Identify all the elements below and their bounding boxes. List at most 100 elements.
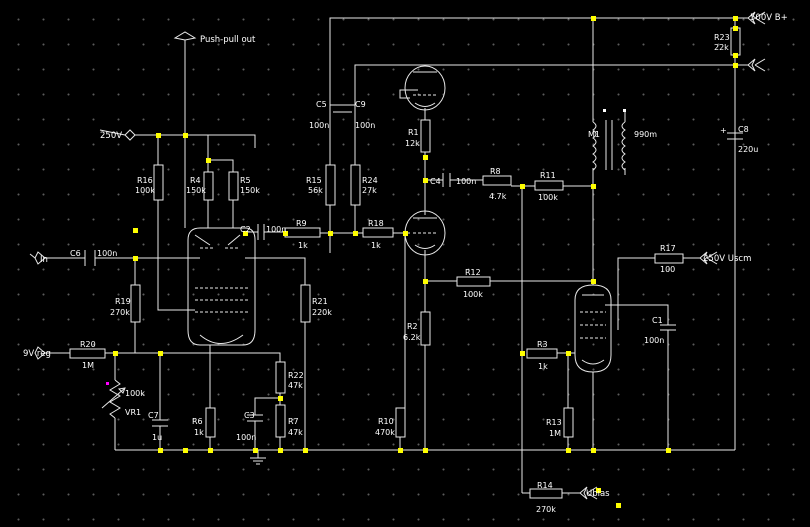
port-push-pull-out[interactable] xyxy=(173,31,197,50)
label-r15-ref: R15 xyxy=(306,176,322,185)
resistor-r8[interactable] xyxy=(482,175,512,186)
resistor-r20[interactable] xyxy=(69,348,106,359)
port-9v-reg[interactable] xyxy=(34,346,55,360)
label-r20-value: 1M xyxy=(82,361,94,370)
port-label-push-pull-out: Push-pull out xyxy=(200,35,256,45)
label-r3-value: 1k xyxy=(538,362,548,371)
capacitor-c7[interactable] xyxy=(152,419,168,427)
potentiometer-vr1[interactable] xyxy=(101,379,126,419)
resistor-r4[interactable] xyxy=(203,171,214,201)
label-r5-ref: R5 xyxy=(240,176,251,185)
vr1-pin-marker xyxy=(106,382,109,385)
port-label-ubias: Ubias xyxy=(586,489,610,499)
capacitor-c6[interactable] xyxy=(84,250,96,266)
resistor-r3[interactable] xyxy=(526,348,558,359)
resistor-r12[interactable] xyxy=(456,276,491,287)
resistor-r22[interactable] xyxy=(275,361,286,394)
capacitor-c4[interactable] xyxy=(442,173,451,187)
label-c2-value: 100n xyxy=(266,225,286,234)
resistor-r23[interactable] xyxy=(730,27,741,56)
resistor-r2[interactable] xyxy=(420,311,431,346)
capacitor-c5-c9[interactable] xyxy=(333,104,352,113)
wire-r17-in[interactable] xyxy=(617,257,655,330)
ground-symbol[interactable] xyxy=(250,457,266,465)
label-r23-ref: R23 xyxy=(714,33,730,42)
label-m1-ref: M1 xyxy=(588,130,600,139)
capacitor-c8[interactable]: + xyxy=(720,126,743,140)
tube-v4-output-pentode[interactable] xyxy=(574,284,612,373)
resistor-r10[interactable] xyxy=(395,407,406,438)
resistor-r1[interactable] xyxy=(420,119,431,153)
port-250v[interactable] xyxy=(99,129,145,141)
label-r24-ref: R24 xyxy=(362,176,378,185)
wire-r20-out[interactable] xyxy=(105,352,281,362)
port-ubias[interactable] xyxy=(579,486,598,500)
label-r3-ref: R3 xyxy=(537,340,548,349)
resistor-r21[interactable] xyxy=(300,284,311,323)
resistor-r9[interactable] xyxy=(284,227,321,238)
resistor-r11[interactable] xyxy=(534,180,564,191)
label-r7-value: 47k xyxy=(288,428,303,437)
label-r1-ref: R1 xyxy=(408,128,419,137)
port-b500[interactable] xyxy=(747,11,766,25)
label-r21-ref: R21 xyxy=(312,297,328,306)
resistor-r15[interactable] xyxy=(325,164,336,206)
resistor-r16[interactable] xyxy=(153,164,164,201)
wire-r4r5-top[interactable] xyxy=(208,159,234,172)
label-r10-ref: R10 xyxy=(378,417,394,426)
port-400v[interactable] xyxy=(747,58,766,72)
label-r17-value: 100 xyxy=(660,265,675,274)
label-r19-ref: R19 xyxy=(115,297,131,306)
wire-r7-top[interactable] xyxy=(254,397,280,415)
wire-r16-bottom[interactable] xyxy=(157,200,195,311)
wire-c1[interactable] xyxy=(605,304,669,325)
label-c4-value: 100n xyxy=(456,177,476,186)
ports xyxy=(29,11,766,500)
label-r18-ref: R18 xyxy=(368,219,384,228)
wire-r21-top[interactable] xyxy=(245,257,306,285)
label-r16-value: 100k xyxy=(135,186,155,195)
label-r13-value: 1M xyxy=(549,429,561,438)
wire-b500-rail[interactable] xyxy=(329,17,735,253)
port-250v-uscm[interactable] xyxy=(699,251,718,265)
label-c5-value: 100n xyxy=(309,121,329,130)
wire-250v-rail[interactable] xyxy=(145,134,256,148)
resistor-r19[interactable] xyxy=(130,284,141,323)
label-r22-value: 47k xyxy=(288,381,303,390)
capacitor-c3[interactable] xyxy=(247,414,263,422)
capacitor-c2[interactable] xyxy=(257,224,265,240)
label-r15-value: 56k xyxy=(308,186,323,195)
resistor-r7[interactable] xyxy=(275,404,286,438)
label-r8-value: 4.7k xyxy=(489,192,507,201)
resistor-r17[interactable] xyxy=(654,253,684,264)
port-label-9v-reg: 9V reg xyxy=(23,349,51,359)
label-c6-ref: C6 xyxy=(70,249,81,258)
tube-v3-lower-triode[interactable] xyxy=(404,210,446,256)
label-r9-value: 1k xyxy=(298,241,308,250)
resistor-r24[interactable] xyxy=(350,164,361,206)
label-c9-ref: C9 xyxy=(355,100,366,109)
label-r19-value: 270k xyxy=(110,308,130,317)
resistor-r14[interactable] xyxy=(529,488,563,499)
label-r14-ref: R14 xyxy=(537,481,553,490)
tube-v2-upper-triode[interactable] xyxy=(404,65,446,111)
resistor-r6[interactable] xyxy=(205,407,216,438)
label-r2-ref: R2 xyxy=(407,322,418,331)
label-r13-ref: R13 xyxy=(546,418,562,427)
resistor-r5[interactable] xyxy=(228,171,239,201)
label-c7-ref: C7 xyxy=(148,411,159,420)
capacitors: + xyxy=(84,104,743,427)
wire-upper-tube-grid[interactable] xyxy=(399,89,418,99)
resistor-r13[interactable] xyxy=(563,407,574,438)
port-input[interactable] xyxy=(29,251,55,265)
transformer-m1[interactable] xyxy=(592,109,626,175)
label-m1-value: 990m xyxy=(634,130,657,139)
capacitor-c1[interactable] xyxy=(660,324,676,331)
label-r4-value: 150k xyxy=(186,186,206,195)
junctions xyxy=(113,16,738,508)
label-c5-ref: C5 xyxy=(316,100,327,109)
resistor-r18[interactable] xyxy=(362,227,394,238)
tube-v1-dual-triode[interactable] xyxy=(187,227,256,346)
